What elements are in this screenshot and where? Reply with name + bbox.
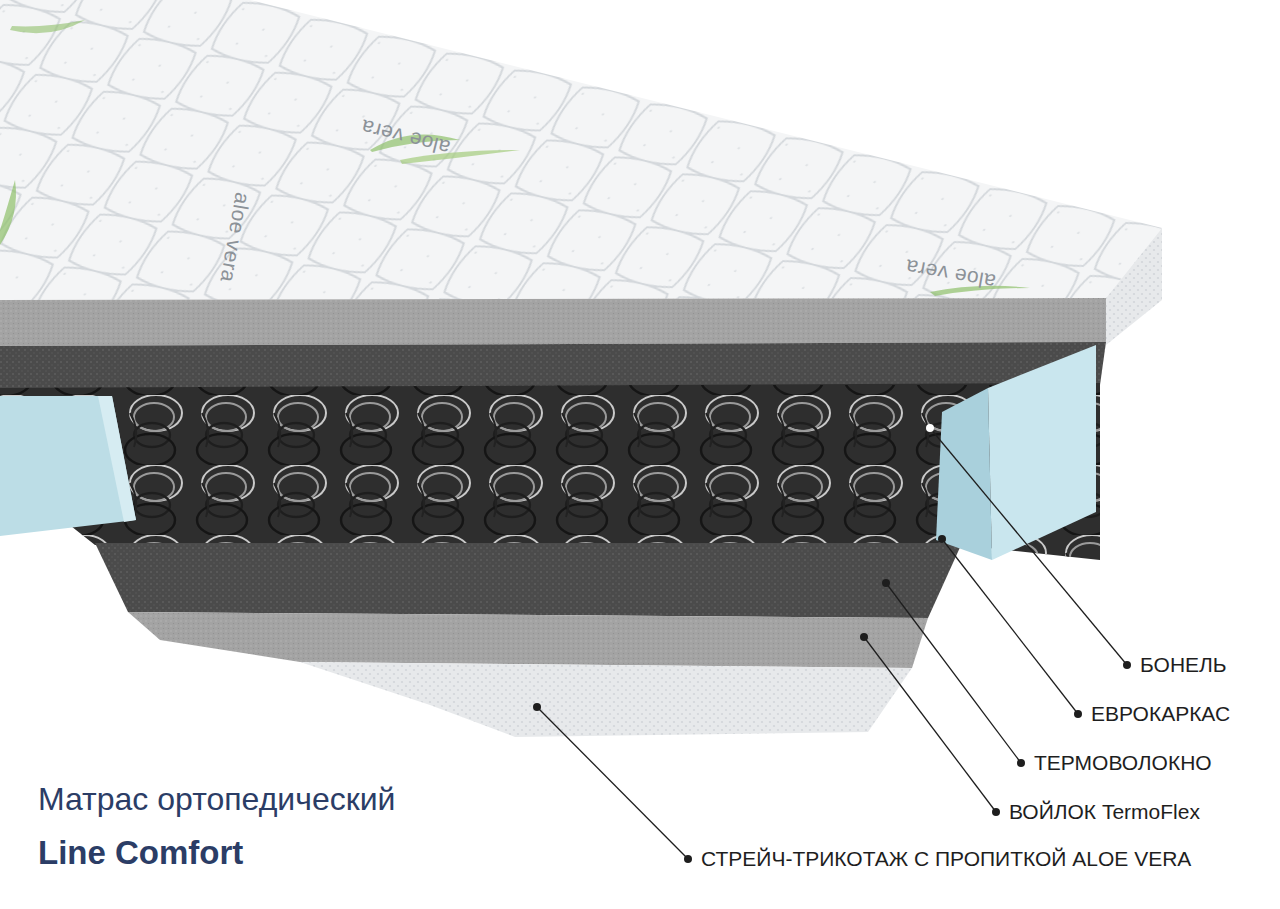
part-label: ВОЙЛОК TermoFlex bbox=[1009, 799, 1200, 824]
product-name: Line Comfort bbox=[38, 833, 243, 873]
part-label: ТЕРМОВОЛОКНО bbox=[1034, 750, 1212, 775]
title-line: Матрас ортопедический bbox=[38, 780, 395, 818]
part-label: СТРЕЙЧ-ТРИКОТАЖ С ПРОПИТКОЙ ALOE VERA bbox=[701, 846, 1191, 871]
part-label: БОНЕЛЬ bbox=[1140, 652, 1227, 677]
part-label: ЕВРОКАРКАС bbox=[1091, 701, 1230, 726]
